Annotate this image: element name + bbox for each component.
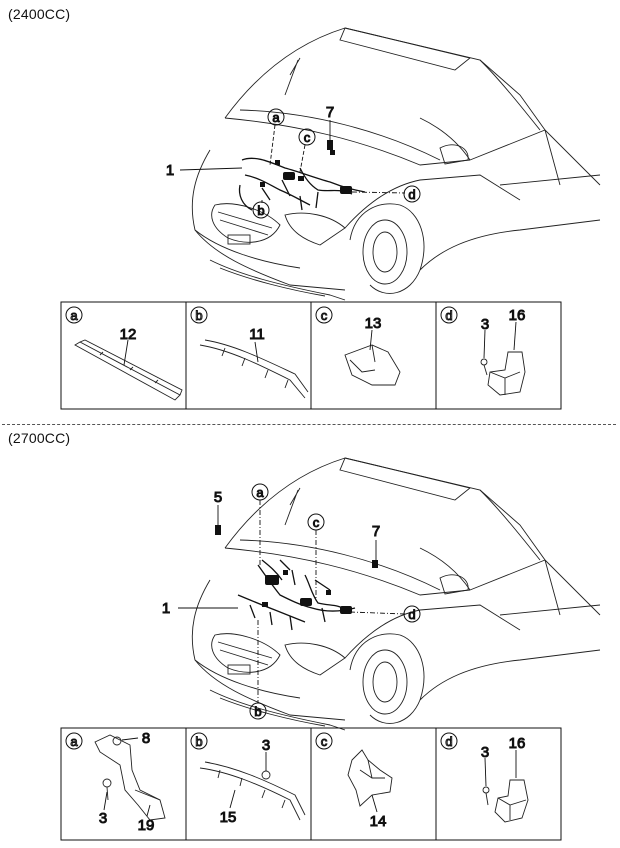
panel-c-letter-2400: c <box>321 308 328 323</box>
callout-7-2700: 7 <box>372 523 380 540</box>
part-15-label: 15 <box>220 809 237 826</box>
panel-a-letter-2400: a <box>70 308 78 323</box>
callout-a-2400: a <box>272 110 280 125</box>
callout-1-2400: 1 <box>166 162 174 179</box>
part-3-label-d-2700: 3 <box>481 744 489 761</box>
callout-7-2400: 7 <box>326 104 334 121</box>
part-3-label-a-2700: 3 <box>99 810 107 827</box>
part-3-label-2400: 3 <box>481 316 489 333</box>
panel-c-letter-2700: c <box>321 734 328 749</box>
callout-5-2700: 5 <box>214 489 222 506</box>
panel-d-letter-2400: d <box>445 308 452 323</box>
panel-d-letter-2700: d <box>445 734 452 749</box>
section-divider <box>2 424 616 425</box>
part-11-label: 11 <box>249 326 265 343</box>
part-16-relay-box-2700 <box>482 779 529 823</box>
panel-b-letter-2700: b <box>195 734 202 749</box>
callout-circles-2400 <box>252 108 421 219</box>
callout-b-2700: b <box>254 704 261 719</box>
part-19-label: 19 <box>138 817 155 834</box>
part-3-label-b-2700: 3 <box>262 737 270 754</box>
harness-connectors-2700 <box>215 525 378 614</box>
part-11-harness <box>199 339 309 399</box>
part-12-label: 12 <box>120 326 137 343</box>
car-outline-2400 <box>191 27 601 301</box>
parts-panels-2700 <box>60 727 562 841</box>
part-16-relay-box <box>480 351 526 396</box>
part-13-cover <box>344 344 401 386</box>
callout-d-2700: d <box>408 607 415 622</box>
leader-lines-2700 <box>178 500 406 703</box>
part-8-label: 8 <box>142 730 150 747</box>
part-15-harness <box>199 761 306 821</box>
leader-lines-2400 <box>179 120 406 205</box>
callout-c-2700: c <box>313 515 320 530</box>
part-19-bracket <box>94 734 166 821</box>
part-14-label: 14 <box>370 813 387 830</box>
part-16-label-2400: 16 <box>509 307 526 324</box>
callout-b-2400: b <box>257 203 264 218</box>
callout-a-2700: a <box>256 485 264 500</box>
callout-circles-2700 <box>249 483 421 720</box>
harness-connectors-2400 <box>260 150 352 194</box>
callout-d-2400: d <box>408 187 415 202</box>
part-16-label-2700: 16 <box>509 735 526 752</box>
car-outline-2700 <box>191 457 601 731</box>
section-title-2400cc: (2400CC) <box>8 6 71 22</box>
callout-1-2700: 1 <box>162 600 170 617</box>
part-12-bracket <box>74 339 183 401</box>
parts-panels-2400 <box>60 301 562 410</box>
part-13-label: 13 <box>365 315 382 332</box>
wiring-harness-2700 <box>237 559 356 631</box>
panel-a-letter-2700: a <box>70 734 78 749</box>
part-14-bracket <box>347 749 393 807</box>
panel-b-letter-2400: b <box>195 308 202 323</box>
callout-c-2400: c <box>304 130 311 145</box>
section-title-2700cc: (2700CC) <box>8 430 71 446</box>
